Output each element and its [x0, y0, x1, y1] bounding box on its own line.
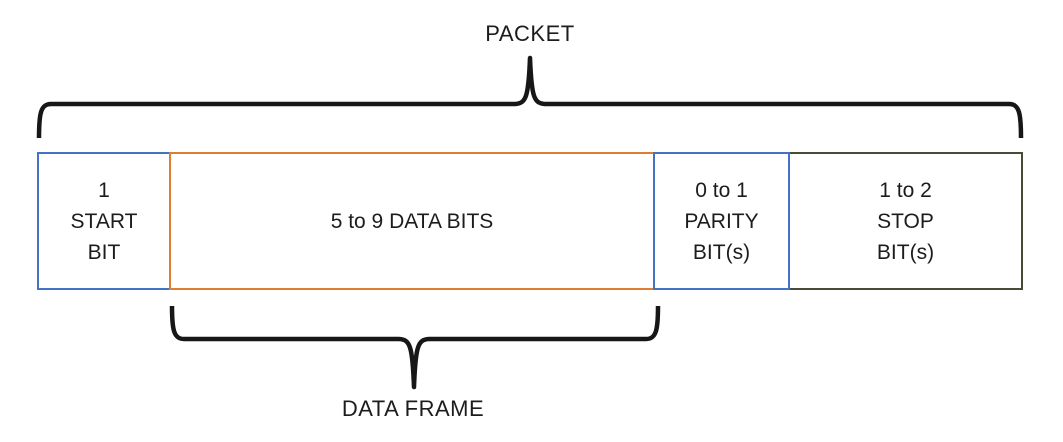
data-bits-line: 5 to 9 DATA BITS — [330, 209, 494, 233]
parity-bit-line: BIT(s) — [692, 240, 751, 264]
start-bit-text: 1 START BIT — [71, 175, 138, 268]
start-bit-line: START — [70, 209, 138, 233]
stop-bits-box: 1 to 2 STOP BIT(s) — [788, 152, 1023, 290]
packet-label: PACKET — [485, 21, 575, 46]
data-bits-text: 5 to 9 DATA BITS — [331, 206, 494, 237]
packet-brace — [36, 55, 1024, 139]
data-bits-box: 5 to 9 DATA BITS — [169, 152, 655, 290]
parity-bit-text: 0 to 1 PARITY BIT(s) — [684, 175, 758, 268]
packet-fields-row: 1 START BIT 5 to 9 DATA BITS 0 to 1 PARI… — [37, 152, 1023, 290]
packet-brace-path — [36, 55, 1024, 139]
stop-bits-text: 1 to 2 STOP BIT(s) — [877, 175, 934, 268]
stop-bits-line: 1 to 2 — [879, 178, 932, 202]
stop-bits-line: BIT(s) — [876, 240, 935, 264]
data-frame-label: DATA FRAME — [341, 396, 485, 421]
start-bit-box: 1 START BIT — [37, 152, 171, 290]
start-bit-line: BIT — [87, 240, 121, 264]
parity-bit-line: 0 to 1 — [695, 178, 748, 202]
start-bit-line: 1 — [98, 178, 110, 202]
parity-bit-box: 0 to 1 PARITY BIT(s) — [653, 152, 790, 290]
data-frame-brace — [169, 305, 661, 390]
stop-bits-line: STOP — [877, 209, 934, 233]
parity-bit-line: PARITY — [684, 209, 759, 233]
data-frame-brace-path — [169, 305, 661, 390]
